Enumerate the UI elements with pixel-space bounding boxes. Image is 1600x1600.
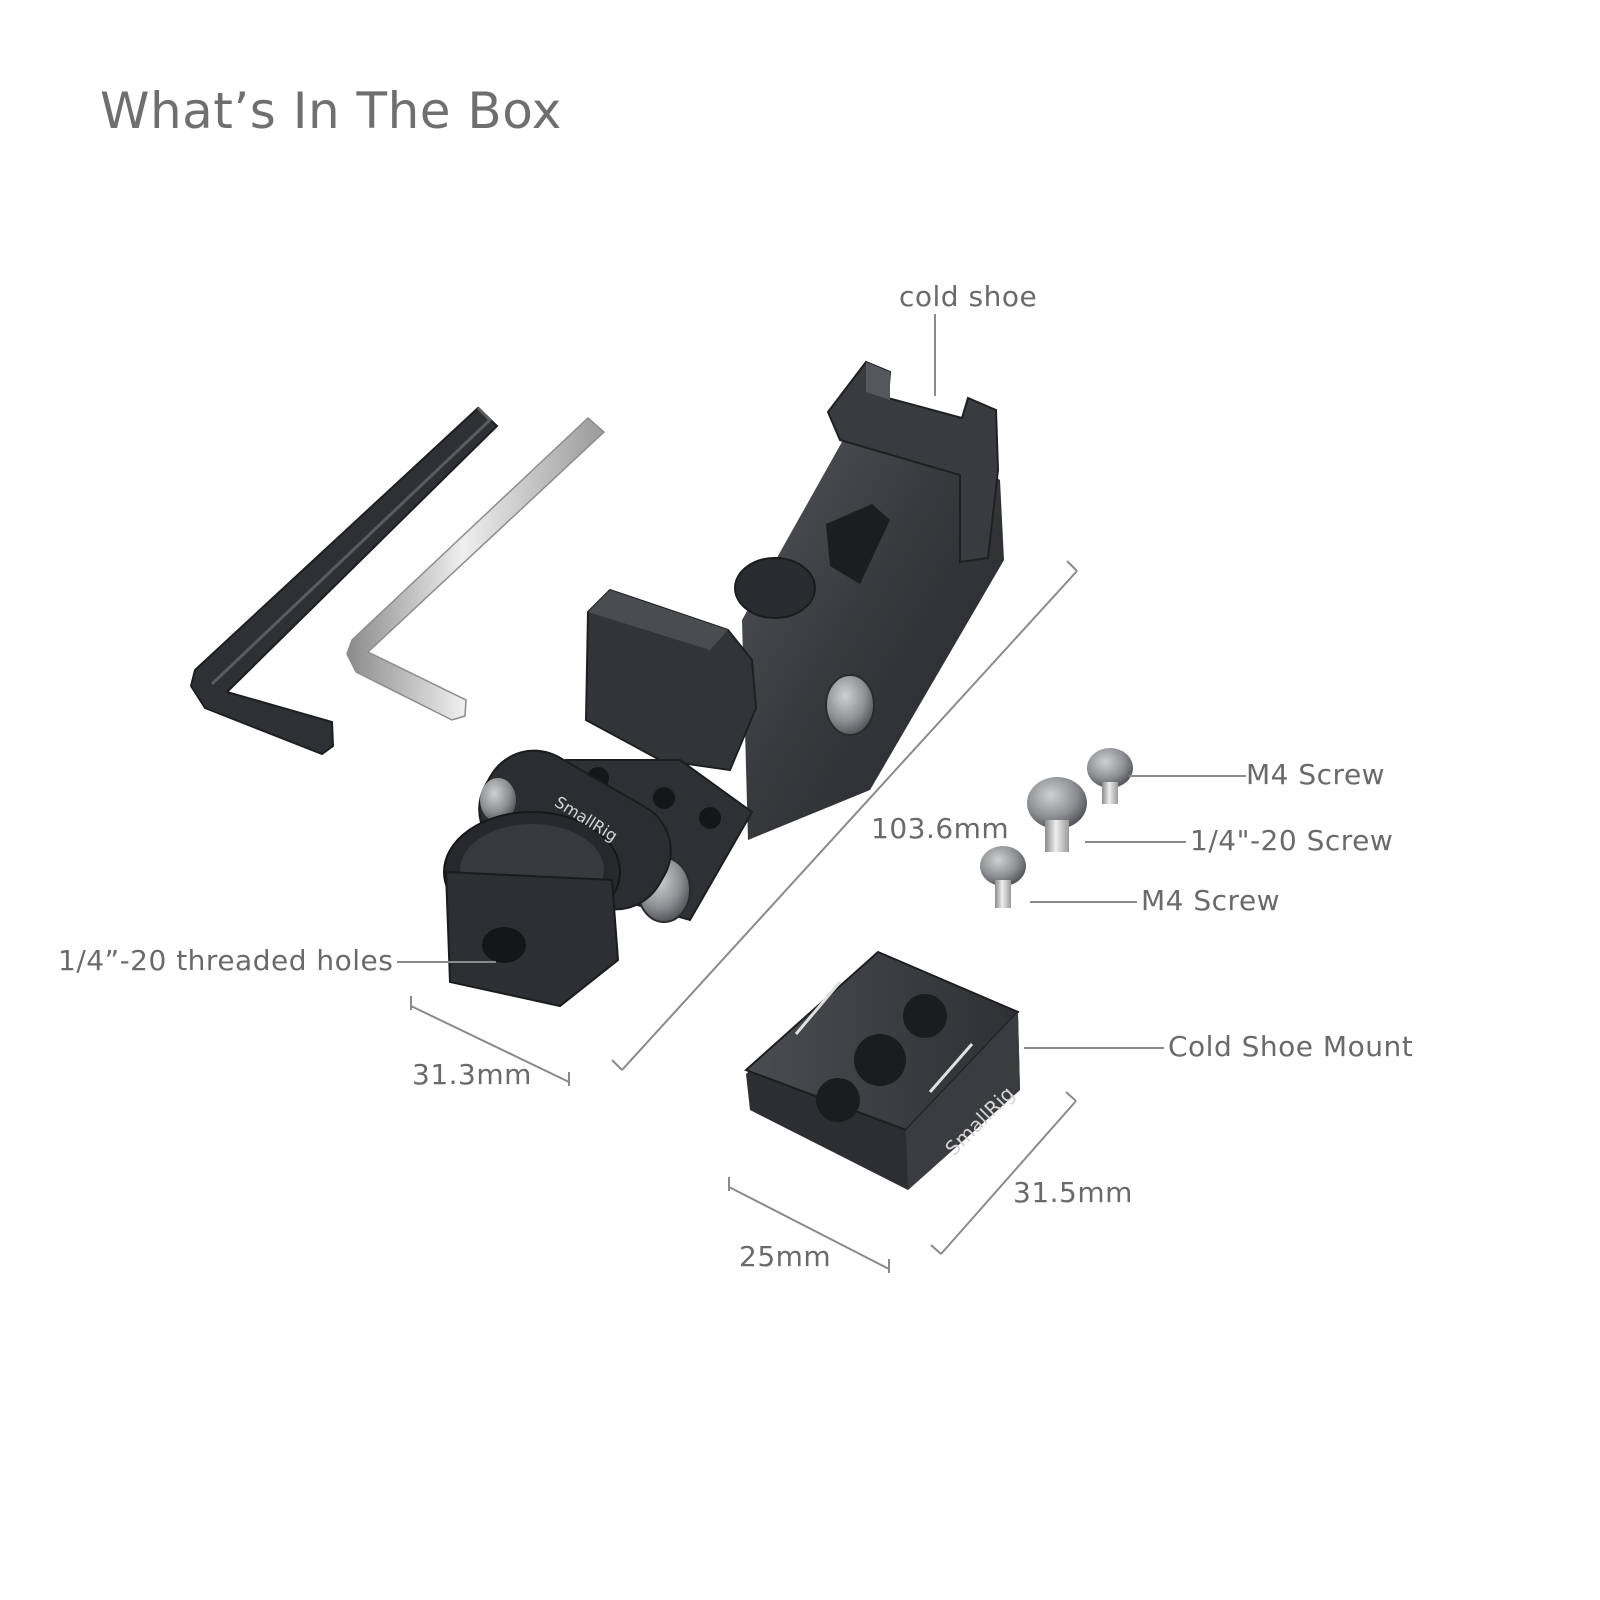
hex-key-silver xyxy=(346,416,606,721)
label-threaded-holes: 1/4”-20 threaded holes xyxy=(58,944,394,977)
label-cold-shoe-mount: Cold Shoe Mount xyxy=(1168,1030,1414,1063)
dimension-mount-width: 25mm xyxy=(739,1240,832,1273)
hex-key-black xyxy=(189,406,499,756)
cold-shoe-bracket xyxy=(443,360,1004,1008)
screw-m4-bottom xyxy=(980,846,1026,908)
dimension-length: 103.6mm xyxy=(871,812,1010,845)
leader-lines xyxy=(397,314,1246,1273)
dimension-base-width: 31.3mm xyxy=(412,1058,532,1091)
screw-quarter-20 xyxy=(1027,777,1087,852)
cold-shoe-mount xyxy=(744,950,1020,1190)
label-quarter-20-screw: 1/4"-20 Screw xyxy=(1190,824,1394,857)
label-m4-screw-bottom: M4 Screw xyxy=(1141,884,1281,917)
page-title: What’s In The Box xyxy=(100,82,562,140)
dimension-mount-depth: 31.5mm xyxy=(1013,1176,1133,1209)
label-m4-screw-top: M4 Screw xyxy=(1246,758,1386,791)
screw-m4-top xyxy=(1087,748,1133,804)
label-cold-shoe: cold shoe xyxy=(899,280,1038,313)
